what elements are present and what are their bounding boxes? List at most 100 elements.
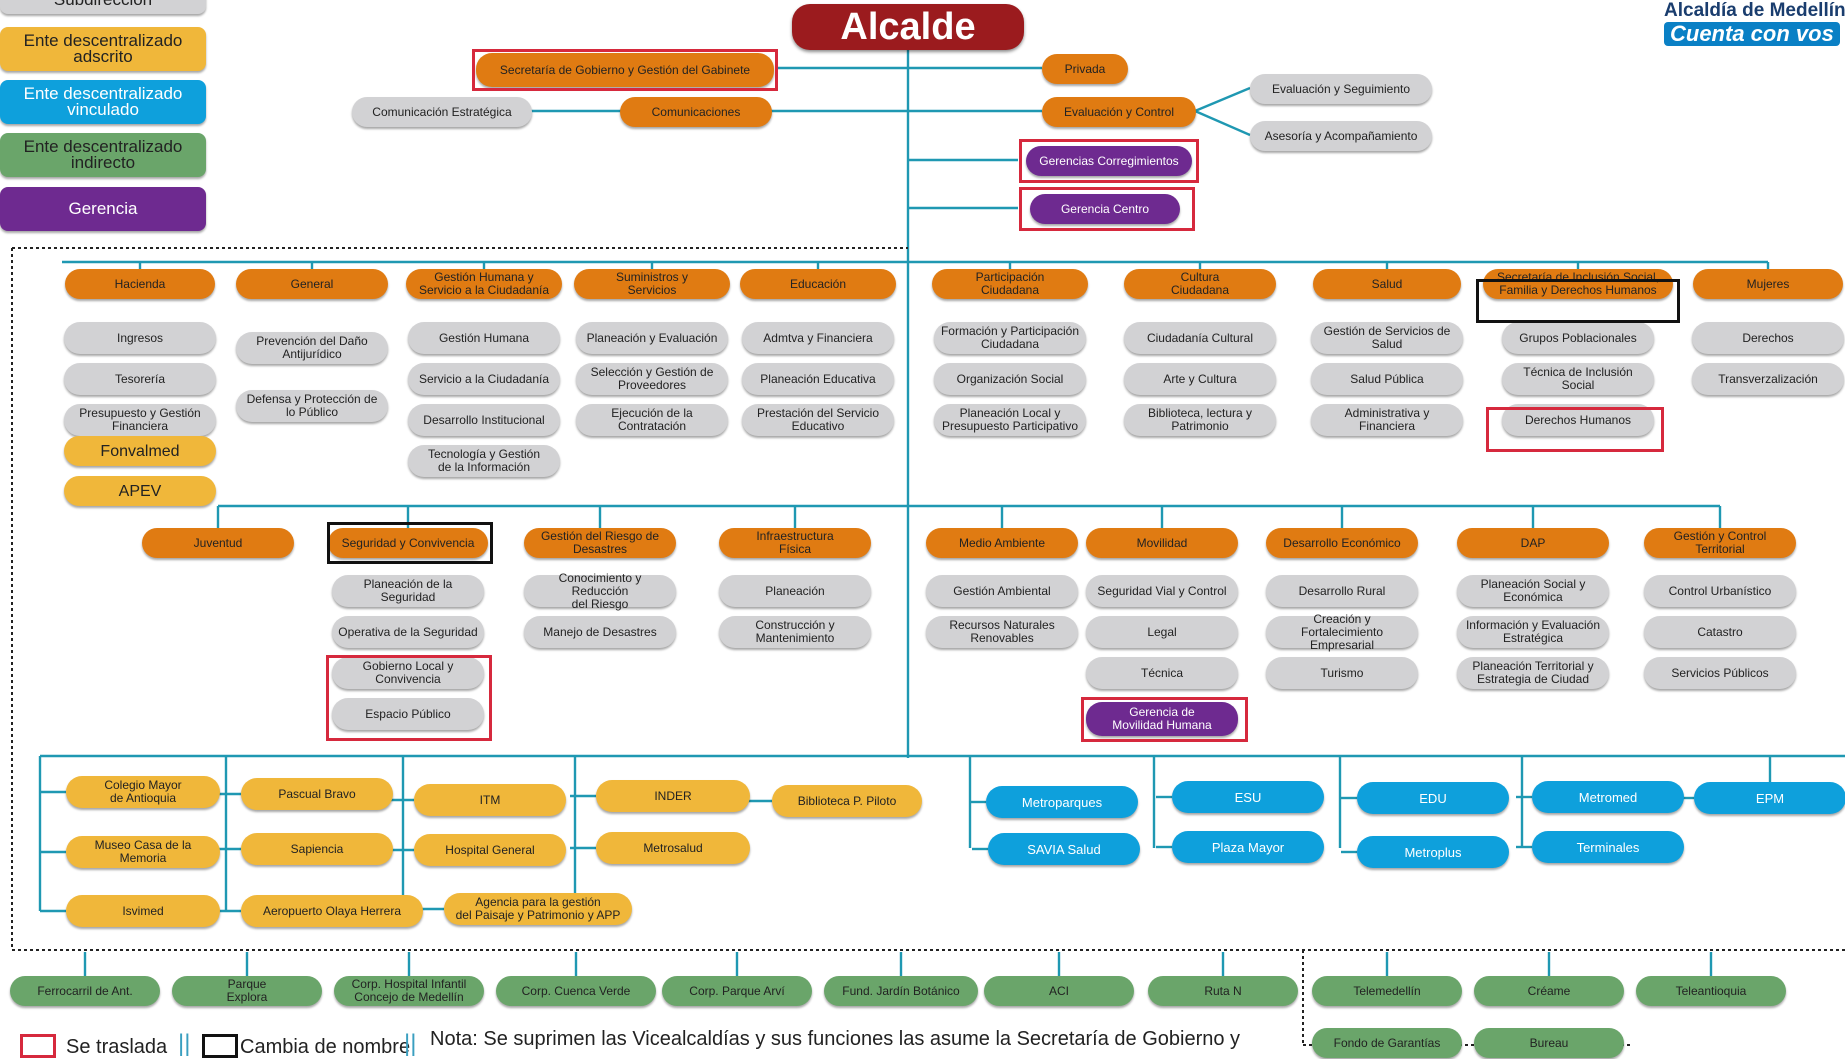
node-comunicacion-estrategica[interactable]: Comunicación Estratégica (352, 97, 532, 127)
node-planeacion-local-y-presupuesto-participa[interactable]: Planeación Local y Presupuesto Participa… (934, 404, 1086, 436)
node-comunicaciones[interactable]: Comunicaciones (620, 97, 772, 127)
node-metroparques[interactable]: Metroparques (986, 786, 1138, 818)
node-desarrollo-institucional[interactable]: Desarrollo Institucional (408, 404, 560, 436)
secretaria-desarrollo-economico[interactable]: Desarrollo Económico (1266, 528, 1418, 558)
node-tecnologia-y-gestion-de-la-informacion[interactable]: Tecnología y Gestión de la Información (408, 445, 560, 477)
node-control-urbanistico[interactable]: Control Urbanístico (1644, 575, 1796, 607)
node-gestion-ambiental[interactable]: Gestión Ambiental (926, 575, 1078, 607)
node-plaza-mayor[interactable]: Plaza Mayor (1172, 831, 1324, 863)
node-presupuesto-y-gestion-financiera[interactable]: Presupuesto y Gestión Financiera (64, 404, 216, 436)
node-metromed[interactable]: Metromed (1532, 781, 1684, 813)
node-tecnica-de-inclusion-social[interactable]: Técnica de Inclusión Social (1502, 363, 1654, 395)
node-planeacion-de-la-seguridad[interactable]: Planeación de la Seguridad (332, 575, 484, 607)
node-conocimiento-y-reduccion-del-riesgo[interactable]: Conocimiento y Reducción del Riesgo (524, 571, 676, 610)
node-ruta-n[interactable]: Ruta N (1148, 976, 1298, 1006)
node-gerencias-corregimientos[interactable]: Gerencias Corregimientos (1026, 146, 1192, 176)
node-isvimed[interactable]: Isvimed (66, 895, 220, 927)
secretaria-gestion-y-control-territorial[interactable]: Gestión y Control Territorial (1644, 528, 1796, 558)
node-pascual-bravo[interactable]: Pascual Bravo (241, 778, 393, 810)
secretaria-gobierno[interactable]: Secretaría de Gobierno y Gestión del Gab… (476, 53, 774, 87)
node-fondo-de-garantias[interactable]: Fondo de Garantías (1312, 1028, 1462, 1058)
secretaria-infraestructura-fisica[interactable]: Infraestructura Física (719, 528, 871, 558)
node-museo-casa-de-la-memoria[interactable]: Museo Casa de la Memoria (66, 836, 220, 868)
node-administrativa-y-financiera[interactable]: Administrativa y Financiera (1311, 404, 1463, 436)
node-planeacion-educativa[interactable]: Planeación Educativa (742, 363, 894, 395)
node-construccion-y-mantenimiento[interactable]: Construcción y Mantenimiento (719, 616, 871, 648)
node-planeacion-territorial-y-estrategia-de-c[interactable]: Planeación Territorial y Estrategia de C… (1457, 657, 1609, 689)
node-seguridad-vial-y-control[interactable]: Seguridad Vial y Control (1086, 575, 1238, 607)
secretaria-privada[interactable]: Privada (1042, 54, 1128, 84)
node-evaluacion-y-seguimiento[interactable]: Evaluación y Seguimiento (1250, 74, 1432, 104)
node-edu[interactable]: EDU (1357, 782, 1509, 814)
node-metroplus[interactable]: Metroplus (1357, 836, 1509, 868)
node-tecnica[interactable]: Técnica (1086, 657, 1238, 689)
node-epm[interactable]: EPM (1694, 782, 1845, 814)
node-recursos-naturales-renovables[interactable]: Recursos Naturales Renovables (926, 616, 1078, 648)
node-fund-jardin-botanico[interactable]: Fund. Jardín Botánico (824, 976, 978, 1006)
secretaria-dap[interactable]: DAP (1457, 528, 1609, 558)
secretaria-educacion[interactable]: Educación (740, 269, 896, 299)
secretaria-participacion-ciudadana[interactable]: Participación Ciudadana (932, 269, 1088, 299)
node-ejecucion-de-la-contratacion[interactable]: Ejecución de la Contratación (576, 404, 728, 436)
node-asesoria-y-acompanamiento[interactable]: Asesoría y Acompañamiento (1250, 121, 1432, 151)
node-savia-salud[interactable]: SAVIA Salud (988, 833, 1140, 865)
secretaria-movilidad[interactable]: Movilidad (1086, 528, 1238, 558)
gerencia-movilidad-humana[interactable]: Gerencia de Movilidad Humana (1086, 702, 1238, 736)
node-hospital-general[interactable]: Hospital General (414, 834, 566, 866)
secretaria-gestion-humana-y-servicio-a-la-ciudadani[interactable]: Gestión Humana y Servicio a la Ciudadaní… (406, 269, 562, 299)
secretaria-general[interactable]: General (236, 269, 388, 299)
node-tesoreria[interactable]: Tesorería (64, 363, 216, 395)
node-salud-publica[interactable]: Salud Pública (1311, 363, 1463, 395)
secretaria-juventud[interactable]: Juventud (142, 528, 294, 558)
secretaria-secretaria-de-inclusion-social-familia-y[interactable]: Secretaría de Inclusión Social, Familia … (1483, 269, 1673, 299)
node-operativa-de-la-seguridad[interactable]: Operativa de la Seguridad (332, 616, 484, 648)
secretaria-suministros-y-servicios[interactable]: Suministros y Servicios (574, 269, 730, 299)
node-turismo[interactable]: Turismo (1266, 657, 1418, 689)
node-prevencion-del-dano-antijuridico[interactable]: Prevención del Daño Antijurídico (236, 332, 388, 364)
node-informacion-y-evaluacion-estrategica[interactable]: Información y Evaluación Estratégica (1457, 616, 1609, 648)
node-ciudadania-cultural[interactable]: Ciudadanía Cultural (1124, 322, 1276, 354)
node-prestacion-del-servicio-educativo[interactable]: Prestación del Servicio Educativo (742, 404, 894, 436)
node-gestion-humana[interactable]: Gestión Humana (408, 322, 560, 354)
node-planeacion[interactable]: Planeación (719, 575, 871, 607)
node-seleccion-y-gestion-de-proveedores[interactable]: Selección y Gestión de Proveedores (576, 363, 728, 395)
node-inder[interactable]: INDER (596, 780, 750, 812)
secretaria-gestion-del-riesgo-de-desastres[interactable]: Gestión del Riesgo de Desastres (524, 528, 676, 558)
node-itm[interactable]: ITM (414, 784, 566, 816)
node-agencia-para-la-gestion-del-paisaje-y-pa[interactable]: Agencia para la gestión del Paisaje y Pa… (444, 893, 632, 925)
node-planeacion-y-evaluacion[interactable]: Planeación y Evaluación (576, 322, 728, 354)
node-grupos-poblacionales[interactable]: Grupos Poblacionales (1502, 322, 1654, 354)
node-ferrocarril-de-ant[interactable]: Ferrocarril de Ant. (10, 976, 160, 1006)
node-corp-cuenca-verde[interactable]: Corp. Cuenca Verde (496, 976, 656, 1006)
node-ingresos[interactable]: Ingresos (64, 322, 216, 354)
secretaria-mujeres[interactable]: Mujeres (1693, 269, 1843, 299)
node-fonvalmed[interactable]: Fonvalmed (64, 436, 216, 466)
node-sapiencia[interactable]: Sapiencia (241, 833, 393, 865)
secretaria-cultura-ciudadana[interactable]: Cultura Ciudadana (1124, 269, 1276, 299)
node-gobierno-local-y-convivencia[interactable]: Gobierno Local y Convivencia (332, 657, 484, 689)
node-teleantioquia[interactable]: Teleantioquia (1636, 976, 1786, 1006)
node-creacion-y-fortalecimiento-empresarial[interactable]: Creación y Fortalecimiento Empresarial (1266, 612, 1418, 651)
secretaria-salud[interactable]: Salud (1313, 269, 1461, 299)
node-planeacion-social-y-economica[interactable]: Planeación Social y Económica (1457, 575, 1609, 607)
node-transverzalizacion[interactable]: Transverzalización (1692, 363, 1844, 395)
node-aci[interactable]: ACI (984, 976, 1134, 1006)
node-gerencia-centro[interactable]: Gerencia Centro (1030, 194, 1180, 224)
node-apev[interactable]: APEV (64, 476, 216, 506)
node-metrosalud[interactable]: Metrosalud (596, 832, 750, 864)
node-corp-hospital-infantil-concejo-de-medell[interactable]: Corp. Hospital Infantil Concejo de Medel… (334, 976, 484, 1006)
node-desarrollo-rural[interactable]: Desarrollo Rural (1266, 575, 1418, 607)
node-colegio-mayor-de-antioquia[interactable]: Colegio Mayor de Antioquia (66, 776, 220, 808)
node-evaluacion-y-control[interactable]: Evaluación y Control (1042, 97, 1196, 127)
alcalde-box[interactable]: Alcalde (792, 4, 1024, 50)
secretaria-seguridad-y-convivencia[interactable]: Seguridad y Convivencia (328, 528, 488, 558)
node-legal[interactable]: Legal (1086, 616, 1238, 648)
node-biblioteca-p-piloto[interactable]: Biblioteca P. Piloto (772, 785, 922, 817)
node-manejo-de-desastres[interactable]: Manejo de Desastres (524, 616, 676, 648)
node-servicios-publicos[interactable]: Servicios Públicos (1644, 657, 1796, 689)
node-catastro[interactable]: Catastro (1644, 616, 1796, 648)
node-aeropuerto-olaya-herrera[interactable]: Aeropuerto Olaya Herrera (241, 895, 423, 927)
secretaria-hacienda[interactable]: Hacienda (65, 269, 215, 299)
node-arte-y-cultura[interactable]: Arte y Cultura (1124, 363, 1276, 395)
node-admtva-y-financiera[interactable]: Admtva y Financiera (742, 322, 894, 354)
